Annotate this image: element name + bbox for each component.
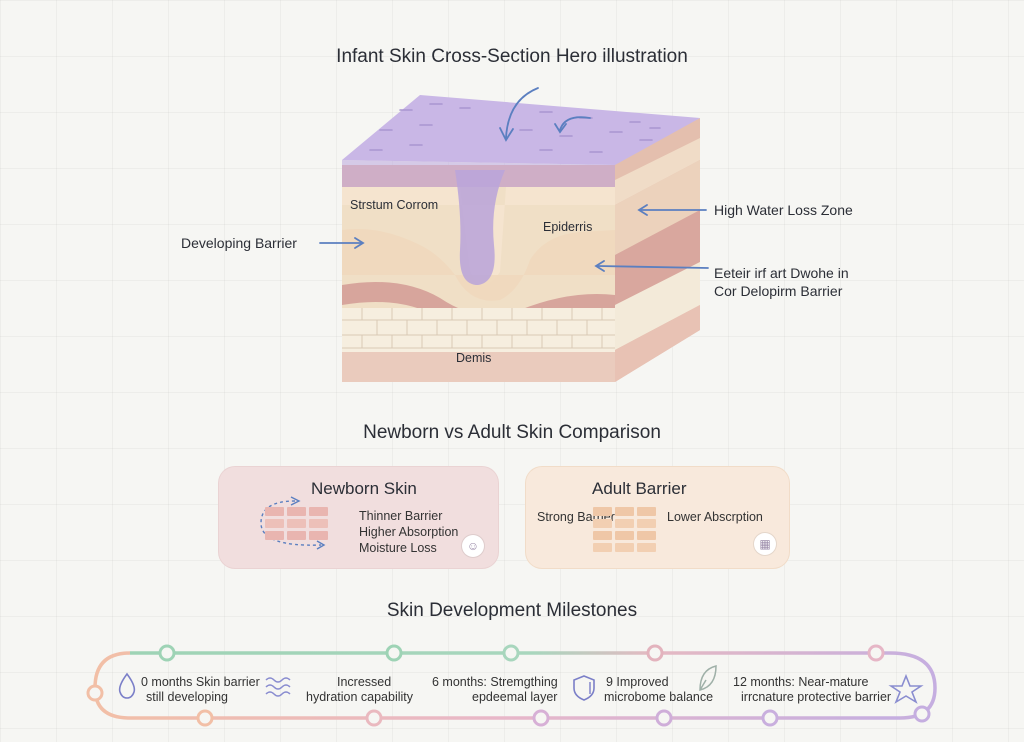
- baby-face-icon: ☺: [462, 535, 484, 557]
- timeline-node: [913, 705, 931, 723]
- droplet-icon: [118, 672, 136, 699]
- milestone-1-line1: 0 months Skin barrier: [141, 675, 260, 689]
- infant-barrier-label-line2: Cor Delopirm Barrier: [714, 283, 843, 299]
- timeline-node: [867, 644, 885, 662]
- timeline-node: [158, 644, 176, 662]
- hero-title: Infant Skin Cross-Section Hero illustrat…: [336, 46, 688, 67]
- milestone-5-line1: 12 months: Near-mature: [733, 675, 869, 689]
- leaf-icon: [699, 665, 717, 691]
- newborn-skin-card: Newborn Skin Thinner Barrier Higher Abso…: [219, 467, 498, 568]
- developing-barrier-label: Developing Barrier: [181, 235, 297, 251]
- milestones-title: Skin Development Milestones: [386, 600, 638, 621]
- timeline-node: [655, 709, 673, 727]
- timeline-node: [365, 709, 383, 727]
- milestone-1-line2: still developing: [146, 690, 228, 704]
- timeline-node: [532, 709, 550, 727]
- adult-card-title: Adult Barrier: [592, 479, 687, 498]
- milestone-4-line2: microbome balance: [604, 690, 714, 704]
- milestone-4-line1: 9 Improved: [606, 675, 669, 689]
- timeline-node: [86, 684, 104, 702]
- timeline-node: [502, 644, 520, 662]
- newborn-point-3: Moisture Loss: [359, 541, 437, 555]
- milestone-2-line2: hydration capability: [306, 690, 414, 704]
- timeline-node: [196, 709, 214, 727]
- absorption-arrow-2: [559, 116, 591, 131]
- milestone-2-line1: Incressed: [337, 675, 392, 689]
- milestone-3-line1: 6 months: Stremgthing: [432, 675, 558, 689]
- dermis-band: [342, 281, 615, 336]
- timeline-node: [385, 644, 403, 662]
- milestone-3-line2: epdeemal layer: [472, 690, 558, 704]
- hair-follicle: [455, 170, 505, 285]
- adult-lower-absorption-text: Lower Abscrption: [667, 510, 763, 524]
- newborn-point-1: Thinner Barrier: [359, 509, 443, 523]
- milestone-timeline: [86, 644, 937, 727]
- adult-barrier-card: Adult Barrier Strong Barrier Lower Abscr…: [526, 467, 789, 568]
- epidermis-label: Epiderris: [543, 220, 593, 234]
- newborn-card-title: Newborn Skin: [311, 479, 417, 498]
- newborn-point-2: Higher Absorption: [359, 525, 459, 539]
- fat-cell-layer: [342, 308, 615, 352]
- waves-icon: [265, 677, 291, 697]
- comparison-title: Newborn vs Adult Skin Comparison: [363, 422, 661, 443]
- star-icon: [888, 673, 924, 704]
- timeline-node: [646, 644, 664, 662]
- milestone-5-line2: irrcnature protective barrier: [741, 690, 892, 704]
- dermis-label: Demis: [456, 351, 492, 365]
- stratum-label: Strstum Corrom: [350, 198, 439, 212]
- infant-barrier-pointer: [597, 265, 709, 269]
- shield-grid-icon: ▦: [754, 533, 776, 555]
- thin-barrier-bricks-icon: [265, 507, 328, 540]
- absorption-flow-icon: [260, 496, 326, 550]
- infant-barrier-label-line1: Eeteir irf art Dwohe in: [714, 265, 849, 281]
- water-loss-label: High Water Loss Zone: [714, 202, 853, 218]
- timeline-node: [761, 709, 779, 727]
- strong-barrier-bricks-icon: [593, 507, 656, 552]
- shield-icon: [573, 675, 595, 701]
- skin-cross-section-illustration: [319, 87, 709, 382]
- absorption-arrow-1: [505, 87, 539, 139]
